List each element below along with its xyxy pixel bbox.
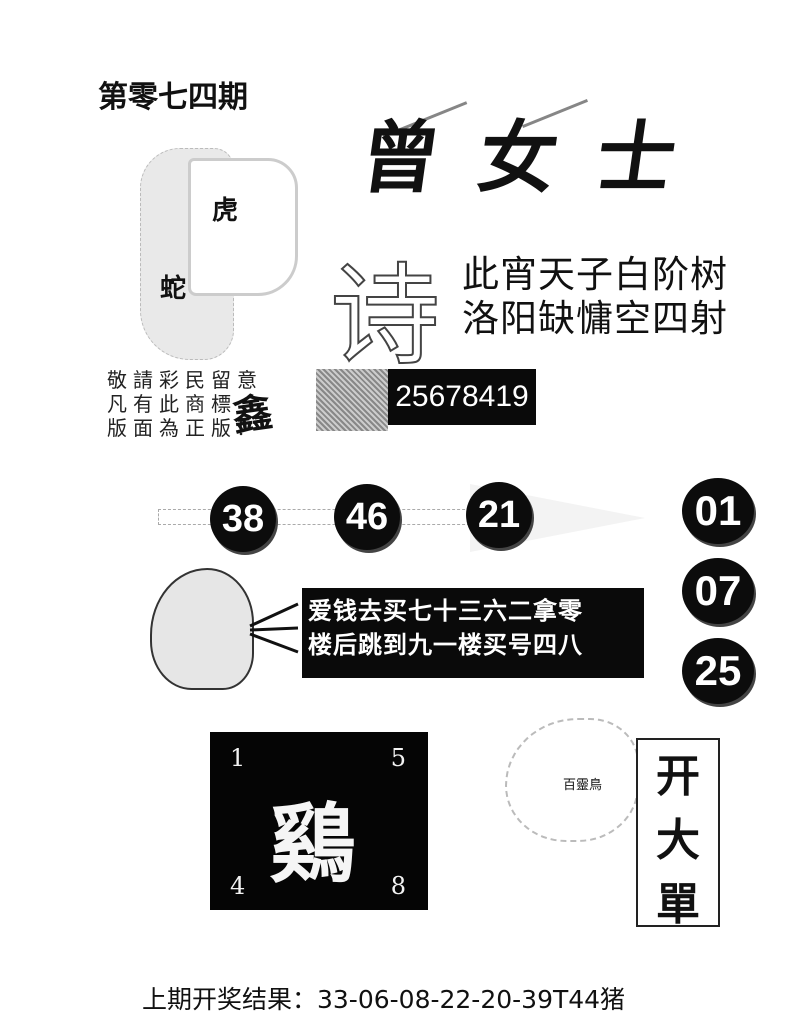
dove-label: 百靈鳥 xyxy=(563,778,603,793)
speech-line-1: 爱钱去买七十三六二拿零 xyxy=(308,597,583,625)
speech-box: 爱钱去买七十三六二拿零 楼后跳到九一楼买号四八 xyxy=(302,588,644,678)
kai-da-dan-box: 开 大 單 xyxy=(636,738,720,930)
zodiac-char-tiger: 虎 xyxy=(212,196,239,226)
corner-number-top-right: 5 xyxy=(390,744,406,772)
da-char: 大 xyxy=(656,815,700,866)
poem-line-1: 此宵天子白阶树 xyxy=(462,253,728,296)
corner-number-top-left: 1 xyxy=(230,744,246,772)
notice-line-3: 版面為正版! xyxy=(107,416,252,440)
issue-number: 第零七四期 xyxy=(98,80,248,115)
zodiac-shape-front xyxy=(188,158,298,296)
notice-line-2: 凡有此商標 xyxy=(107,392,237,416)
dan-char: 單 xyxy=(656,879,700,930)
speech-arrows-icon xyxy=(249,602,299,654)
number-ball: 21 xyxy=(466,482,532,548)
poem-line-2: 洛阳缺慵空四射 xyxy=(462,297,728,340)
kai-char: 开 xyxy=(656,751,700,802)
corner-number-bottom-right: 8 xyxy=(390,872,406,900)
seal-char: 鑫 xyxy=(229,388,276,441)
authenticity-notice: 敬請彩民留意 凡有此商標 版面為正版! xyxy=(107,368,263,440)
right-number-ball: 01 xyxy=(682,478,754,544)
logo-emblem-icon xyxy=(316,369,388,431)
brand-title: 曾女士 xyxy=(354,113,722,204)
right-number-ball: 25 xyxy=(682,638,754,704)
zodiac-box: 1 5 鷄 4 8 xyxy=(210,732,428,910)
number-ball: 46 xyxy=(334,484,400,550)
speaking-head-icon xyxy=(150,568,254,690)
number-ball: 38 xyxy=(210,486,276,552)
notice-line-1: 敬請彩民留意 xyxy=(107,368,263,392)
zodiac-box-char: 鷄 xyxy=(270,794,356,895)
right-number-ball: 07 xyxy=(682,558,754,624)
arrow-shaft xyxy=(158,509,490,525)
corner-number-bottom-left: 4 xyxy=(230,872,246,900)
speech-line-2: 楼后跳到九一楼买号四八 xyxy=(308,631,583,659)
poem-title-char: 诗 xyxy=(329,251,441,381)
logo-number: 25678419 xyxy=(388,369,536,425)
zodiac-char-snake: 蛇 xyxy=(160,274,187,304)
previous-result: 上期开奖结果：33-06-08-22-20-39T44猪 xyxy=(142,985,626,1014)
